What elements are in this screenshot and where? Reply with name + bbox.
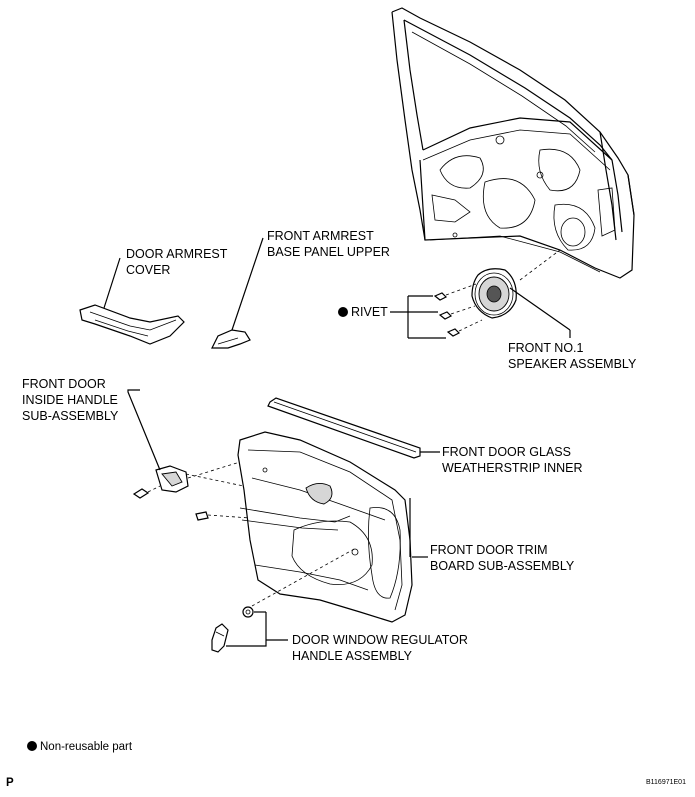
- label-weatherstrip-2: WEATHERSTRIP INNER: [442, 461, 583, 475]
- front-armrest-base-panel-drawing: [211, 237, 264, 349]
- door-frame-drawing: [391, 7, 635, 279]
- speaker-assembly-drawing: [471, 249, 561, 319]
- door-trim-board-drawing: [237, 431, 428, 623]
- label-armrest-base-panel-1: FRONT ARMREST: [267, 229, 374, 243]
- label-speaker-1: FRONT NO.1: [508, 341, 584, 355]
- label-leaders: [509, 287, 571, 338]
- rivet-nonreusable-dot: [338, 307, 348, 317]
- label-inside-handle-2: INSIDE HANDLE: [22, 393, 118, 407]
- label-regulator-handle-2: HANDLE ASSEMBLY: [292, 649, 413, 663]
- label-trim-board-2: BOARD SUB-ASSEMBLY: [430, 559, 575, 573]
- legend-text: Non-reusable part: [40, 741, 133, 753]
- label-inside-handle-1: FRONT DOOR: [22, 377, 106, 391]
- weatherstrip-drawing: [267, 397, 440, 459]
- door-armrest-cover-drawing: [79, 257, 185, 345]
- regulator-handle-drawing: [211, 547, 357, 653]
- footer-left-mark: P: [6, 777, 14, 789]
- footer-figure-code: B116971E01: [646, 779, 686, 786]
- label-door-armrest-cover-2: COVER: [126, 263, 170, 277]
- label-regulator-handle-1: DOOR WINDOW REGULATOR: [292, 633, 468, 647]
- label-speaker-2: SPEAKER ASSEMBLY: [508, 357, 637, 371]
- label-armrest-base-panel-2: BASE PANEL UPPER: [267, 245, 390, 259]
- rivet-group-drawing: [390, 283, 483, 339]
- label-door-armrest-cover-1: DOOR ARMREST: [126, 247, 228, 261]
- label-rivet: RIVET: [351, 305, 388, 319]
- label-inside-handle-3: SUB-ASSEMBLY: [22, 409, 119, 423]
- legend-dot: [27, 741, 37, 751]
- label-trim-board-1: FRONT DOOR TRIM: [430, 543, 548, 557]
- label-weatherstrip-1: FRONT DOOR GLASS: [442, 445, 571, 459]
